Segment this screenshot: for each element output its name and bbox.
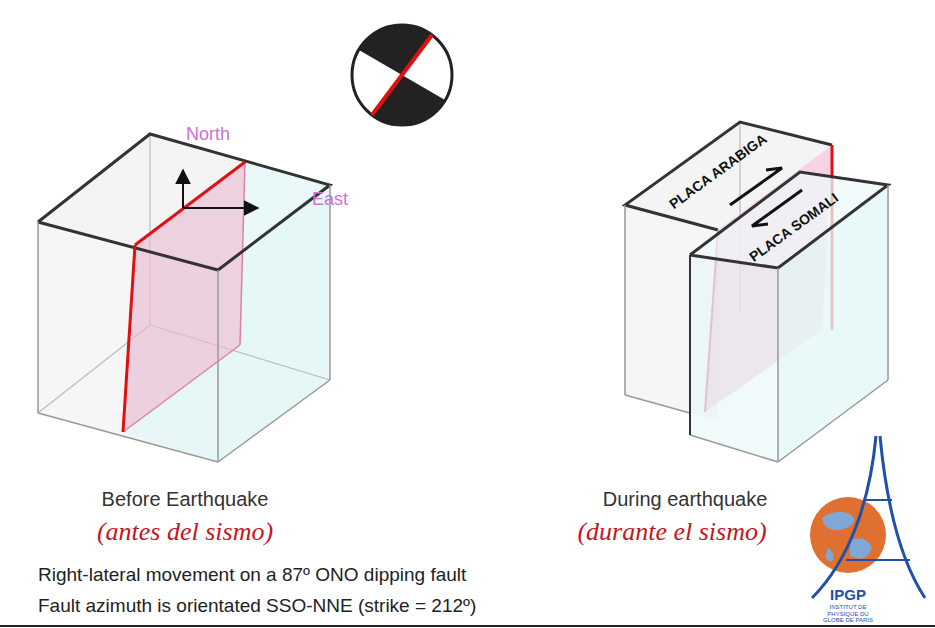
note: Fault azimuth is orientated SSO-NNE (str…: [38, 596, 476, 617]
block-before: [38, 134, 330, 462]
panel-caption: Before Earthquake: [102, 488, 269, 510]
compass-label: North: [186, 125, 230, 145]
beachball: [352, 25, 452, 125]
panel-caption: During earthquake: [603, 488, 768, 510]
compass-label: East: [312, 190, 348, 210]
logo-subtext: INSTITUT DE PHYSIQUE DU GLOBE DE PARIS: [817, 604, 879, 624]
block-during: [625, 122, 888, 462]
panel-caption-es: (durante el sismo): [577, 518, 766, 547]
logo-text: IPGP: [830, 587, 866, 604]
panel-caption-es: (antes del sismo): [97, 518, 273, 547]
note: Right-lateral movement on a 87º ONO dipp…: [38, 565, 466, 586]
ipgp-logo: [810, 436, 925, 598]
